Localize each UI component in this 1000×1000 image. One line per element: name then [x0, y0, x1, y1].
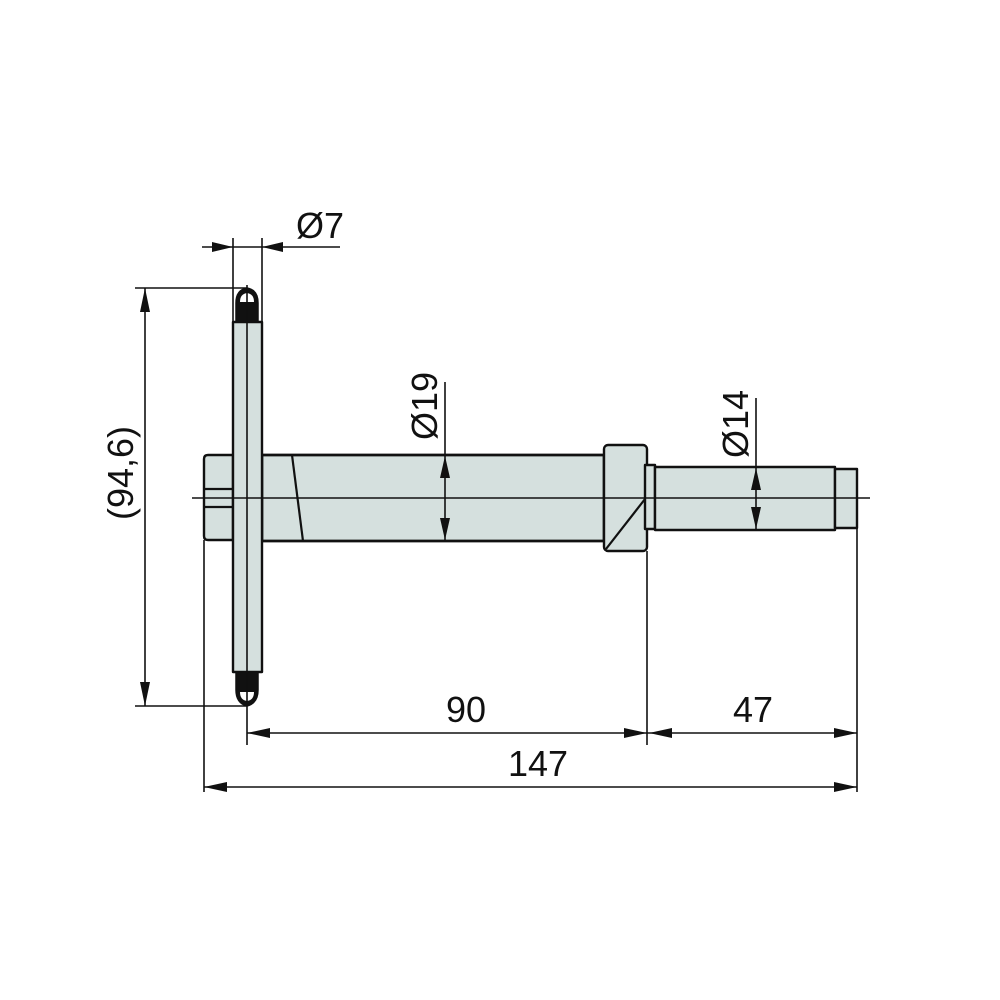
dim-sleeve-diameter: Ø19 — [404, 372, 450, 541]
spindle-length-label: 47 — [733, 689, 773, 730]
dim-rod-diameter: Ø7 — [202, 205, 344, 322]
dim-base-height: (94,6) — [100, 287, 247, 707]
dim-overall-length: 147 — [204, 743, 857, 792]
overall-length-label: 147 — [508, 743, 568, 784]
dim-spindle-diameter: Ø14 — [715, 390, 761, 530]
measuring-rod — [231, 285, 264, 720]
dim-spindle-length: 47 — [647, 689, 857, 738]
base-height-label: (94,6) — [100, 426, 141, 520]
spindle-diameter-label: Ø14 — [715, 390, 756, 458]
sleeve-diameter-label: Ø19 — [404, 372, 445, 440]
dim-sleeve-length: 90 — [247, 689, 647, 738]
rod-diameter-label: Ø7 — [296, 205, 344, 246]
sleeve-length-label: 90 — [446, 689, 486, 730]
